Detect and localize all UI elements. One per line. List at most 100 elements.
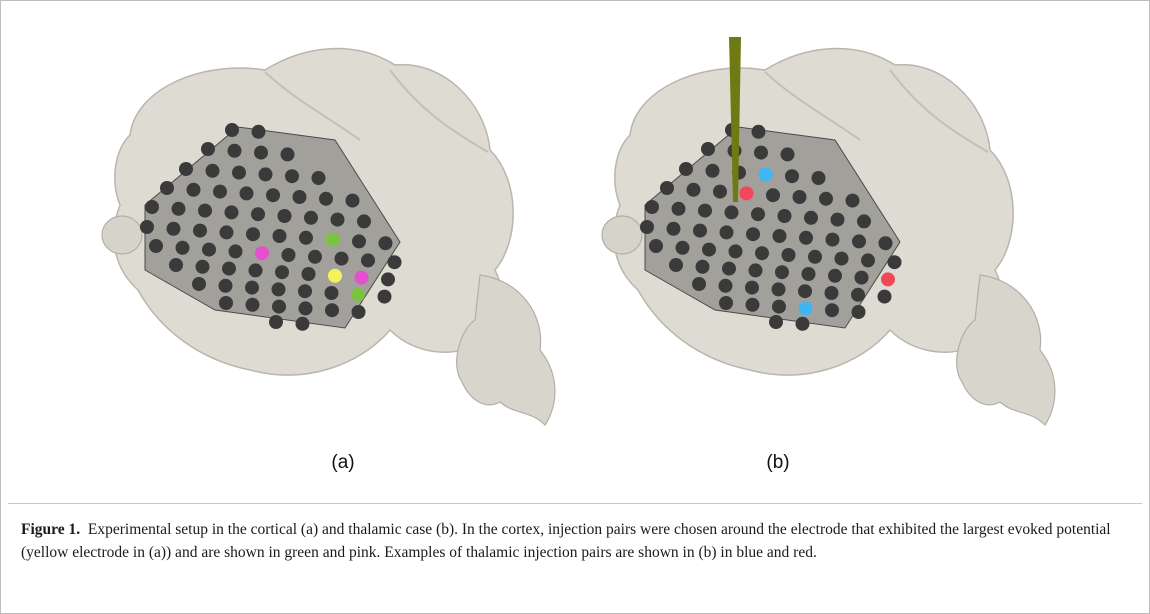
electrode-dot xyxy=(179,162,193,176)
electrode-dot xyxy=(225,123,239,137)
electrode-dot xyxy=(219,296,233,310)
electrode-dot xyxy=(192,277,206,291)
electrode-dot xyxy=(692,277,706,291)
electrode-dot xyxy=(193,224,207,238)
electrode-dot xyxy=(172,202,186,216)
electrode-dot xyxy=(808,250,822,264)
electrode-dot xyxy=(352,234,366,248)
panel-a-cortical-brain-figure xyxy=(90,30,560,430)
electrode-dot xyxy=(713,185,727,199)
electrode-dot xyxy=(275,265,289,279)
electrode-dot xyxy=(796,317,810,331)
electrode-dot xyxy=(273,229,287,243)
electrode-dot xyxy=(831,213,845,227)
electrode-dot xyxy=(259,167,273,181)
electrode-dot xyxy=(176,241,190,255)
electrode-dot xyxy=(804,211,818,225)
electrode-dot xyxy=(278,209,292,223)
electrode-dot xyxy=(725,205,739,219)
electrode-dot xyxy=(361,253,375,267)
electrode-dot xyxy=(649,239,663,253)
electrode-dot xyxy=(745,281,759,295)
electrode-dot xyxy=(225,205,239,219)
electrode-dot xyxy=(778,209,792,223)
electrode-dot xyxy=(861,253,875,267)
electrode-dot xyxy=(222,262,236,276)
electrode-dot xyxy=(679,162,693,176)
electrode-dot xyxy=(672,202,686,216)
electrode-dot xyxy=(846,194,860,208)
electrode-dot xyxy=(229,244,243,258)
electrode-dot xyxy=(325,303,339,317)
electrode-dot xyxy=(825,303,839,317)
electrode-dot xyxy=(272,300,286,314)
caption-divider xyxy=(8,503,1142,504)
electrode-dot xyxy=(160,181,174,195)
electrode-dot xyxy=(149,239,163,253)
electrode-dot xyxy=(826,233,840,247)
electrode-dot xyxy=(240,186,254,200)
yellow-electrode-dot xyxy=(328,269,342,283)
electrode-dot xyxy=(798,284,812,298)
electrode-dot xyxy=(206,164,220,178)
electrode-dot xyxy=(140,220,154,234)
electrode-dot xyxy=(878,290,892,304)
electrode-dot xyxy=(669,258,683,272)
electrode-dot xyxy=(660,181,674,195)
electrode-dot xyxy=(213,185,227,199)
electrode-dot xyxy=(308,250,322,264)
electrode-dot xyxy=(772,300,786,314)
electrode-dot xyxy=(693,224,707,238)
electrode-dot xyxy=(319,192,333,206)
electrode-dot xyxy=(852,305,866,319)
blue-injection-dot xyxy=(799,301,813,315)
electrode-dot xyxy=(719,279,733,293)
electrode-dot xyxy=(852,234,866,248)
electrode-dot xyxy=(299,231,313,245)
electrode-dot xyxy=(252,125,266,139)
electrode-dot xyxy=(746,227,760,241)
green-injection-dot xyxy=(351,288,365,302)
electrode-dot xyxy=(855,271,869,285)
electrode-dot xyxy=(381,272,395,286)
electrode-dot xyxy=(720,225,734,239)
olfactory-bulb xyxy=(602,216,642,254)
electrode-dot xyxy=(312,171,326,185)
panel-a-svg xyxy=(90,30,560,430)
electrode-dot xyxy=(640,220,654,234)
electrode-dot xyxy=(282,248,296,262)
electrode-dot xyxy=(755,246,769,260)
pink-injection-dot xyxy=(355,271,369,285)
electrode-dot xyxy=(388,255,402,269)
electrode-dot xyxy=(781,147,795,161)
panel-label-b: (b) xyxy=(748,452,808,474)
panel-b-svg xyxy=(590,30,1060,430)
electrode-dot xyxy=(187,183,201,197)
electrode-dot xyxy=(232,166,246,180)
electrode-dot xyxy=(773,229,787,243)
electrode-dot xyxy=(802,267,816,281)
electrode-dot xyxy=(357,214,371,228)
electrode-dot xyxy=(145,200,159,214)
electrode-dot xyxy=(782,248,796,262)
electrode-dot xyxy=(687,183,701,197)
electrode-dot xyxy=(272,282,286,296)
electrode-dot xyxy=(331,213,345,227)
electrode-dot xyxy=(325,286,339,300)
electrode-dot xyxy=(667,222,681,236)
electrode-dot xyxy=(352,305,366,319)
electrode-dot xyxy=(246,227,260,241)
electrode-dot xyxy=(772,282,786,296)
red-injection-dot xyxy=(881,272,895,286)
electrode-dot xyxy=(266,188,280,202)
electrode-dot xyxy=(746,298,760,312)
electrode-dot xyxy=(706,164,720,178)
electrode-dot xyxy=(285,169,299,183)
electrode-dot xyxy=(749,263,763,277)
electrode-dot xyxy=(293,190,307,204)
electrode-dot xyxy=(281,147,295,161)
red-injection-dot xyxy=(740,186,754,200)
electrode-dot xyxy=(857,214,871,228)
blue-injection-dot xyxy=(759,167,773,181)
electrode-dot xyxy=(335,252,349,266)
